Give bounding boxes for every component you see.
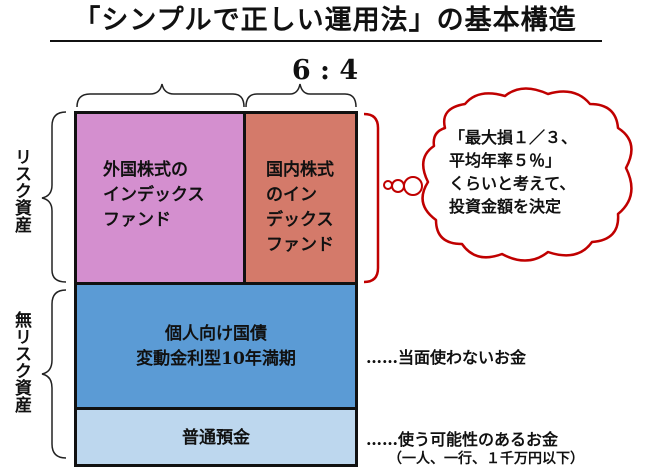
domestic-stock-index-fund-box: 国内株式 のイン デックス ファンド: [243, 111, 358, 285]
bubble-line-2: 平均年率５％」: [449, 151, 562, 170]
bubble-dot-mid: [391, 179, 405, 193]
savings-deposit-box: 普通預金: [74, 407, 358, 467]
brace-risk: [41, 111, 67, 283]
bubble-dot-large: [403, 176, 423, 196]
thought-bubble-text: 「最大損１／３、 平均年率５％」 くらいと考えて、 投資金額を決定: [449, 126, 577, 218]
risk-assets-label: リスク資産: [11, 148, 31, 233]
red-bracket: [363, 112, 380, 284]
bubble-line-1: 「最大損１／３、: [449, 128, 578, 147]
foreign-line-1: 外国株式の: [103, 160, 188, 180]
riskless-assets-label: 無リスク資産: [11, 311, 31, 413]
brace-riskless: [41, 289, 67, 459]
bond-note: ……当面使わないお金: [366, 348, 527, 367]
foreign-line-3: ファンド: [103, 210, 171, 230]
foreign-stock-index-fund-box: 外国株式の インデックス ファンド: [74, 111, 246, 285]
bubble-dot-small: [383, 180, 393, 190]
deposit-label: 普通預金: [182, 428, 250, 448]
domestic-line-4: ファンド: [266, 235, 334, 255]
bond-line-1: 個人向け国債: [165, 324, 267, 344]
deposit-note: ……使う可能性のあるお金: [366, 430, 559, 449]
ratio-label: 6 : 4: [291, 55, 359, 86]
brace-four: [245, 83, 357, 108]
domestic-line-3: デックス: [266, 210, 334, 230]
government-bond-box: 個人向け国債 変動金利型10年満期: [74, 282, 358, 410]
brace-six: [76, 83, 245, 108]
bubble-line-4: 投資金額を決定: [449, 197, 562, 216]
deposit-note-sub: （一人、一行、１千万円以下）: [388, 451, 584, 467]
thought-cloud: [421, 87, 633, 262]
domestic-line-2: のイン: [266, 185, 317, 205]
bond-line-2: 変動金利型10年満期: [136, 349, 296, 369]
domestic-line-1: 国内株式: [266, 160, 334, 180]
foreign-line-2: インデックス: [103, 185, 205, 205]
page-title: 「シンプルで正しい運用法」の基本構造: [73, 5, 577, 36]
bubble-line-3: くらいと考えて、: [449, 174, 576, 193]
title-underline: [50, 40, 602, 42]
